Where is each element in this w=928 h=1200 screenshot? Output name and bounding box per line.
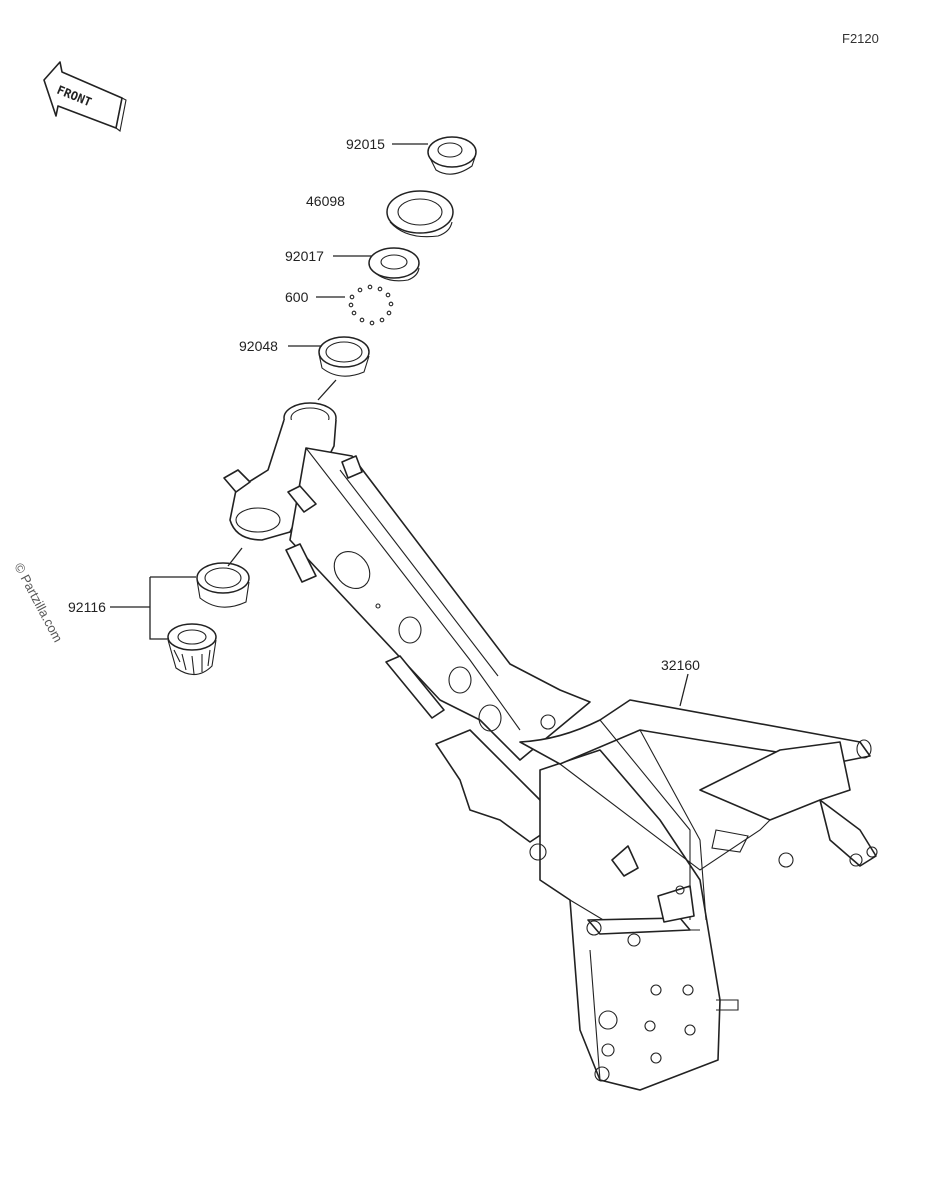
part-92116-bearing [167,623,217,676]
watermark: © Partzilla.com [11,560,65,644]
leader-92116 [110,576,196,640]
part-label-92048: 92048 [239,338,278,354]
part-label-32160: 32160 [661,657,700,673]
part-label-92116: 92116 [68,599,106,615]
part-46098 [386,190,454,238]
part-label-600: 600 [285,289,309,305]
part-label-92015: 92015 [346,136,385,152]
leader-92116-to-frame [227,547,243,567]
part-label-92017: 92017 [285,248,324,264]
part-label-46098: 46098 [306,193,345,209]
part-92116-race [196,562,250,608]
part-32160-frame [223,402,878,1091]
leader-92048-to-frame [317,379,337,401]
part-92015 [427,136,477,175]
part-92048 [318,336,370,377]
leader-32160 [679,673,689,707]
diagram-code: F2120 [842,31,879,46]
part-92017 [368,247,420,282]
part-600-balls [348,284,394,326]
front-arrow-icon: FRONT [43,61,127,132]
